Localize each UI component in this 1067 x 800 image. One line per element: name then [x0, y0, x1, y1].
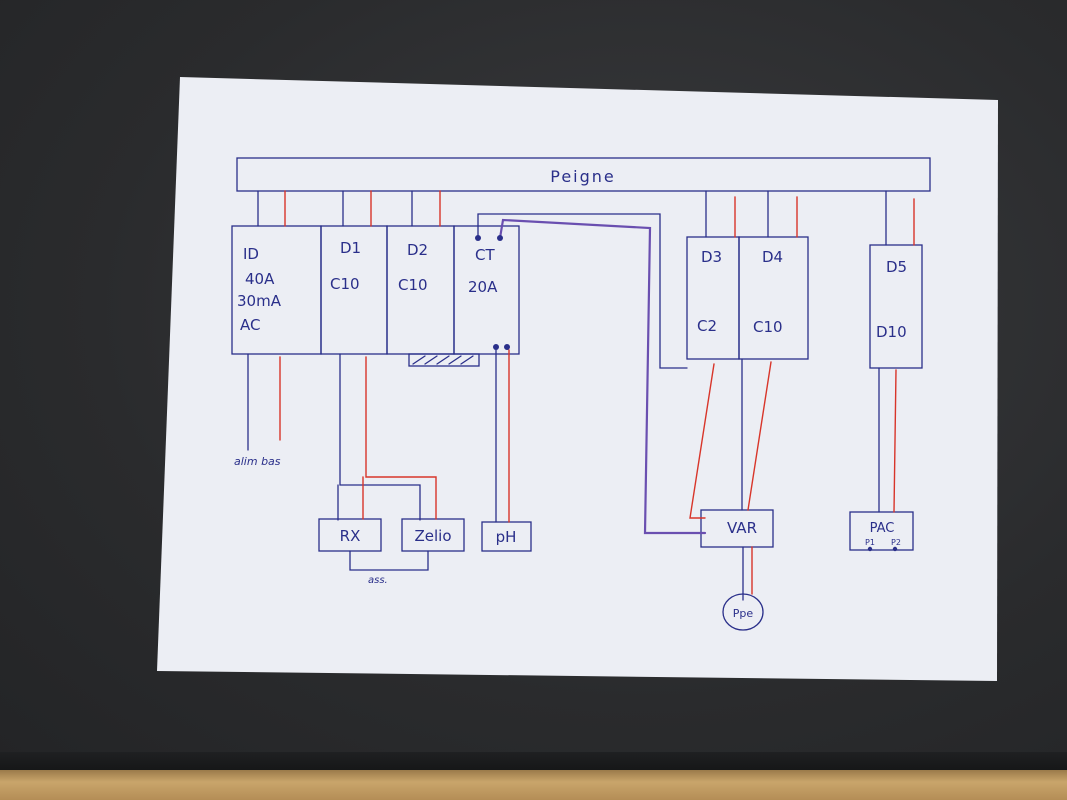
breaker-d5-label-1: D5	[886, 258, 907, 276]
load-ppe-circle	[722, 593, 764, 631]
note-ass: ass.	[368, 575, 388, 586]
breaker-ct-label-1: CT	[475, 246, 495, 264]
breaker-d4-label-1: D4	[762, 248, 783, 266]
load-rx-label: RX	[340, 527, 361, 545]
breaker-d5-box	[869, 244, 923, 369]
ct-sensor-wire	[498, 218, 707, 535]
breaker-d1-label-2: C10	[330, 275, 360, 293]
busbar-rect	[236, 157, 931, 192]
breaker-d1-label-1: D1	[340, 239, 361, 257]
load-pac-label: PAC	[870, 521, 895, 536]
breaker-id-label-4: AC	[240, 316, 260, 334]
load-pac-p2-label: P2	[891, 538, 901, 547]
breaker-d5-label-2: D10	[876, 323, 907, 341]
load-zelio-label: Zelio	[414, 527, 451, 545]
breaker-d2-label-1: D2	[407, 241, 428, 259]
breaker-d4-label-2: C10	[753, 318, 783, 336]
note-alim-bas: alim bas	[234, 455, 281, 468]
breaker-id-label-3: 30mA	[237, 292, 282, 310]
load-ph-label: pH	[496, 528, 517, 546]
busbar-label: Peigne	[550, 167, 616, 186]
desk-mat-edge	[0, 752, 1067, 772]
load-var-box	[700, 509, 774, 548]
load-pac-box	[849, 511, 914, 551]
paper-sheet	[157, 77, 998, 681]
load-zelio-box	[401, 518, 465, 552]
breaker-id-label-2: 40A	[245, 270, 275, 288]
breaker-d3-label-1: D3	[701, 248, 722, 266]
breaker-d3-label-2: C2	[697, 317, 717, 335]
breaker-ct-label-2: 20A	[468, 278, 498, 296]
load-ppe-label: Ppe	[733, 607, 754, 620]
breaker-d4-box	[738, 236, 809, 360]
load-var-label: VAR	[727, 519, 757, 537]
load-pac-p1-label: P1	[865, 538, 875, 547]
load-ph-box	[481, 521, 532, 552]
breaker-id-label-1: ID	[243, 245, 259, 263]
breaker-d2-label-2: C10	[398, 276, 428, 294]
breaker-ct-box	[453, 225, 520, 355]
wooden-desk	[0, 770, 1067, 800]
